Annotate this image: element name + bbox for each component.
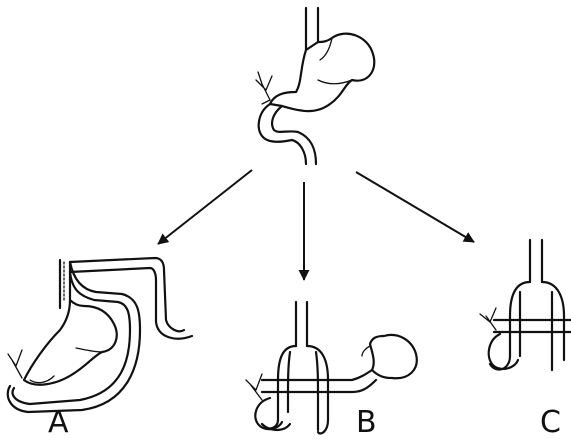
option-a-drawing <box>8 258 192 412</box>
arrow-to-a <box>158 170 252 244</box>
option-c-drawing <box>480 240 571 370</box>
label-a: A <box>48 408 69 438</box>
arrow-to-c <box>356 172 474 242</box>
original-anatomy-drawing <box>256 8 374 164</box>
option-b-drawing <box>246 302 417 434</box>
label-b: B <box>356 408 377 438</box>
arrows <box>158 170 474 280</box>
label-c: C <box>540 408 561 438</box>
